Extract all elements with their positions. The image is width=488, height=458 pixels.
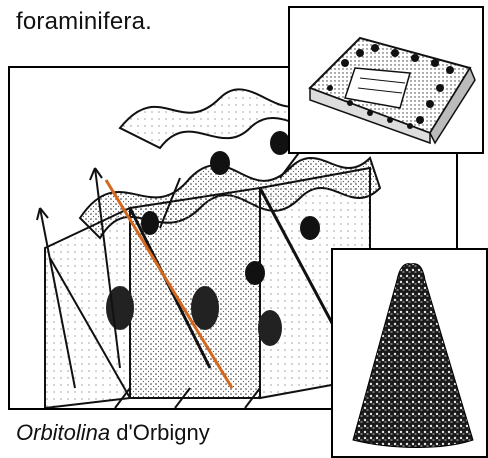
inset-test-drawing <box>290 8 482 152</box>
inset-cone-photo <box>333 250 486 456</box>
inset-bottom-right-panel <box>331 248 488 458</box>
header-text: foraminifera. <box>16 8 152 36</box>
caption-genus: Orbitolina <box>16 420 110 445</box>
inset-top-right-panel <box>288 6 484 154</box>
figure-caption: Orbitolina d'Orbigny <box>16 420 210 446</box>
caption-author: d'Orbigny <box>110 420 210 445</box>
